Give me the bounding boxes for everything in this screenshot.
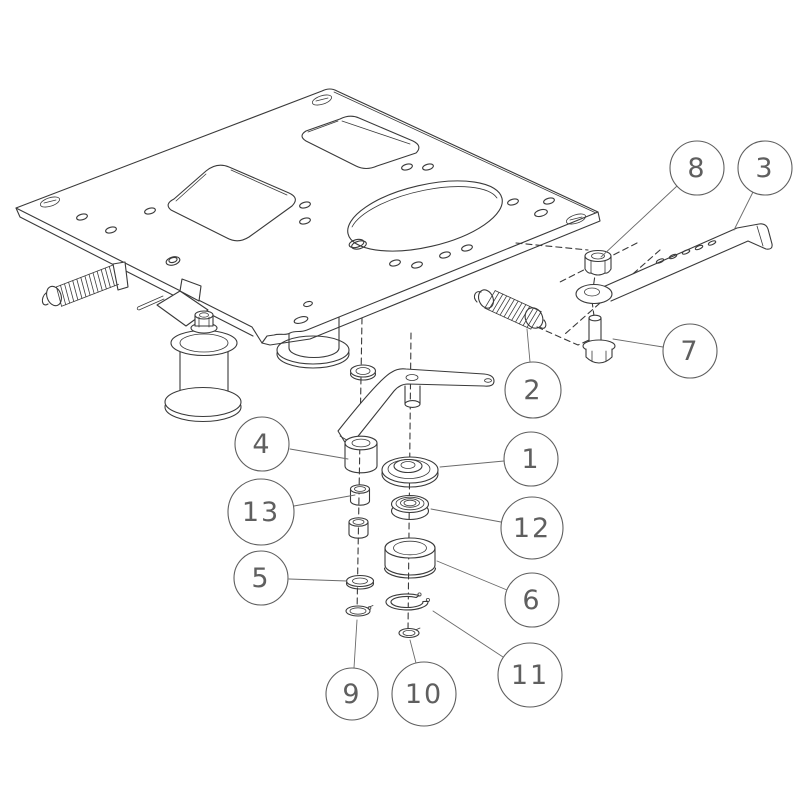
latch-bracket [136,278,218,334]
part-7-shoulder-bolt [582,314,616,364]
plate-holes [76,163,555,324]
callout-8-label: 8 [687,153,706,184]
callout-11-label: 11 [511,660,549,691]
upper-washer [349,364,377,381]
callout-3[interactable]: 3 [733,140,793,231]
callout-4-label: 4 [252,429,271,460]
part-12-ball-bearing [390,494,430,521]
callout-8[interactable]: 8 [600,140,725,258]
part-8-hex-nut [584,249,612,276]
callout-4[interactable]: 4 [234,416,349,472]
callout-5-label: 5 [251,563,270,594]
left-support-drum [164,329,242,423]
callout-10-label: 10 [405,679,443,710]
callout-3-label: 3 [755,153,774,184]
callout-2[interactable]: 2 [504,328,562,419]
callout-7[interactable]: 7 [612,323,718,379]
callout-9-label: 9 [342,679,361,710]
part-11-snap-ring [385,592,430,611]
callout-10[interactable]: 10 [391,639,457,727]
callout-1-label: 1 [521,444,540,475]
installed-spring [41,261,129,307]
part-1-idler-pulley [381,456,439,488]
part-13-sleeve-bushing-a [349,484,371,506]
part-3-lever-bracket [575,223,773,305]
part-6-spacer-drum [383,537,437,579]
callout-2-label: 2 [523,375,542,406]
callout-9[interactable]: 9 [325,619,379,721]
seat-mount-plate [15,88,601,346]
callout-13[interactable]: 13 [227,478,356,546]
part-2-extension-spring [473,289,547,330]
callout-7-label: 7 [680,336,699,367]
callout-11[interactable]: 11 [432,610,563,708]
part-10-small-ring [398,627,421,639]
callout-6-label: 6 [522,585,541,616]
callout-1[interactable]: 1 [439,431,559,487]
part-13-sleeve-bushing-b [348,517,369,539]
part-5-flat-washer [345,574,375,590]
corner-slot-holes [40,94,586,225]
callout-12-label: 12 [513,513,551,544]
callout-5[interactable]: 5 [233,550,348,606]
callout-13-label: 13 [242,497,280,528]
part-9-retaining-ring [345,605,374,617]
callout-6[interactable]: 6 [436,560,560,628]
part-4-bushing-spacer [344,435,378,474]
callout-12[interactable]: 12 [430,496,564,560]
